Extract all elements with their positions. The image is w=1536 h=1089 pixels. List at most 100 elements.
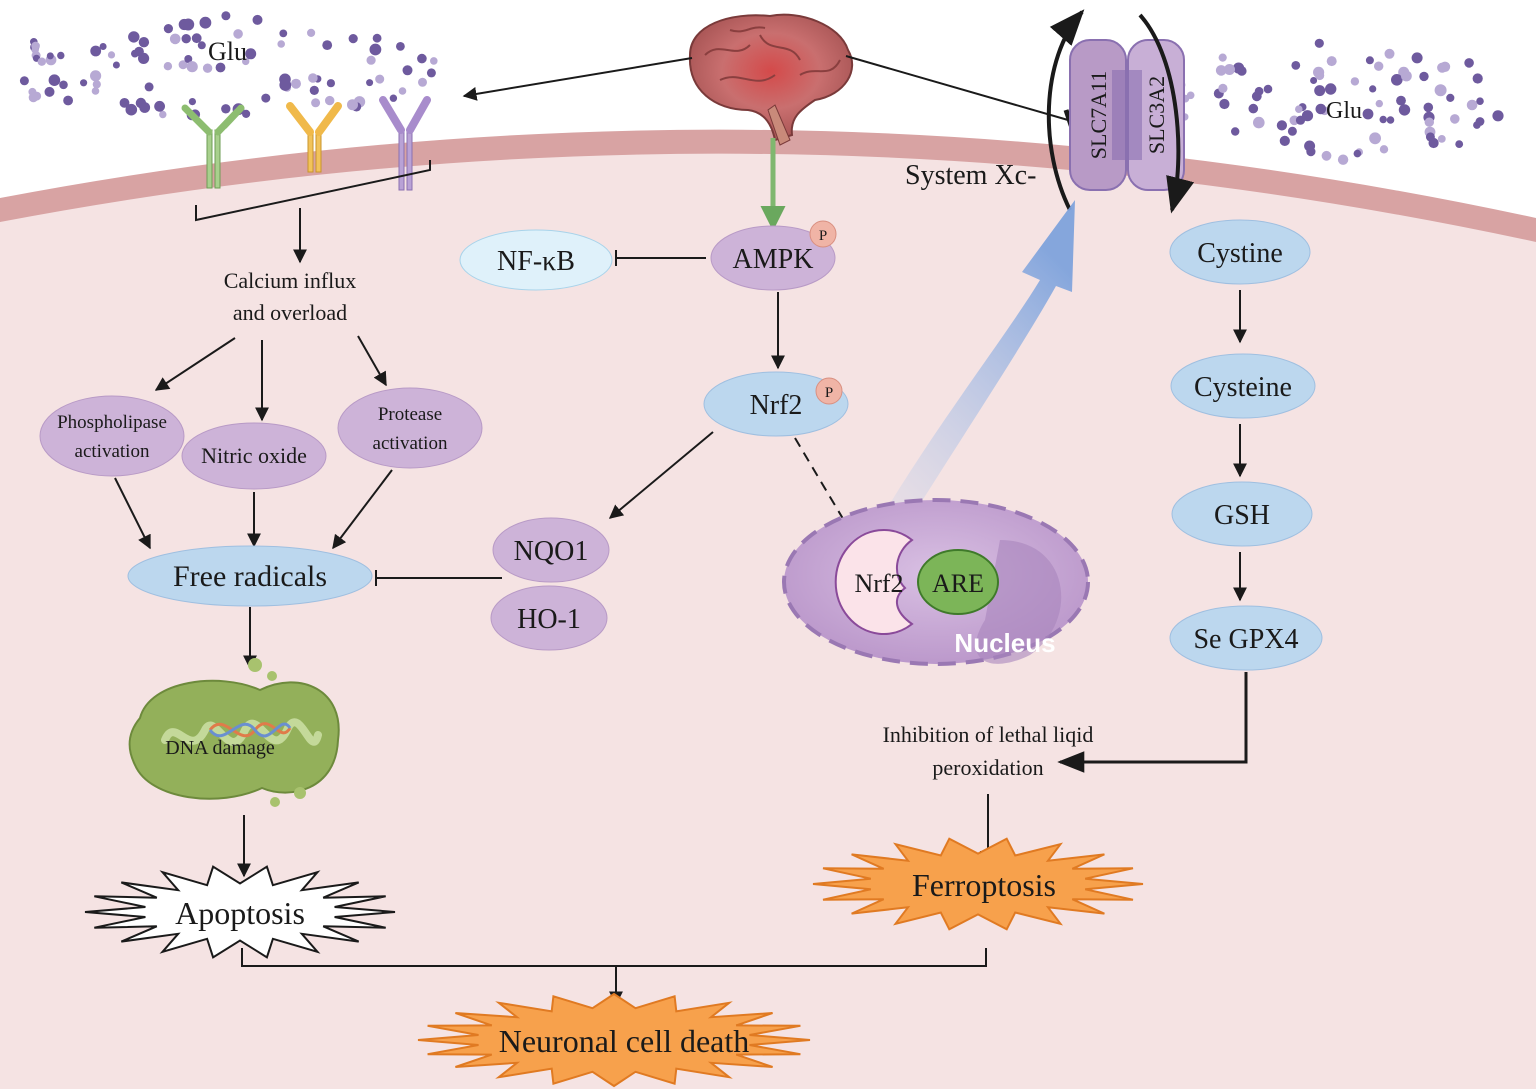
glutamate-dot bbox=[134, 46, 144, 57]
glutamate-dot bbox=[1475, 117, 1485, 126]
protease-node bbox=[337, 387, 483, 469]
glutamate-dot bbox=[48, 74, 61, 86]
glutamate-dot bbox=[1215, 65, 1227, 76]
glutamate-dot bbox=[59, 80, 68, 90]
glutamate-dot bbox=[242, 109, 251, 118]
glutamate-dot bbox=[1337, 154, 1349, 165]
glutamate-dot bbox=[1326, 56, 1337, 67]
glu-right-label: Glu bbox=[1326, 98, 1362, 124]
glutamate-dot bbox=[1276, 120, 1287, 131]
inhibition-line2: peroxidation bbox=[932, 755, 1043, 780]
glutamate-dot bbox=[417, 53, 427, 64]
glutamate-dot bbox=[1437, 62, 1448, 73]
glutamate-dot bbox=[1219, 98, 1230, 110]
nucleus-nrf2-shape bbox=[834, 529, 914, 635]
cysteine-label: Cysteine bbox=[1194, 372, 1292, 403]
nrf2-phospho-badge bbox=[815, 377, 843, 405]
glutamate-dot bbox=[347, 99, 358, 111]
protease-line1: Protease bbox=[378, 404, 442, 425]
glutamate-dot bbox=[1396, 95, 1406, 106]
glutamate-dot bbox=[1314, 85, 1326, 97]
glutamate-dot bbox=[1424, 117, 1435, 127]
glutamate-dot bbox=[1248, 103, 1259, 114]
glutamate-dot bbox=[80, 79, 88, 87]
glutamate-dot bbox=[279, 29, 288, 38]
glutamate-dot bbox=[398, 87, 407, 95]
are-label: ARE bbox=[932, 569, 984, 598]
nitric-oxide-label: Nitric oxide bbox=[201, 443, 307, 468]
glutamate-dot bbox=[163, 24, 173, 34]
nitric-oxide-node bbox=[181, 422, 327, 490]
glutamate-dot bbox=[215, 62, 226, 73]
glutamate-dot bbox=[1446, 93, 1455, 102]
glutamate-dot bbox=[199, 16, 212, 29]
glutamate-dot bbox=[107, 51, 116, 59]
glutamate-dot bbox=[1314, 38, 1324, 48]
glutamate-dot bbox=[372, 33, 382, 43]
glutamate-dot bbox=[1434, 84, 1447, 97]
neuronal-death-burst bbox=[417, 992, 811, 1088]
ampk-node bbox=[710, 225, 836, 291]
glutamate-dot bbox=[1224, 64, 1235, 75]
glutamate-dot bbox=[19, 76, 29, 86]
glutamate-dot bbox=[233, 29, 243, 39]
arrow-protease-to-radicals bbox=[332, 469, 393, 550]
glutamate-dot bbox=[1233, 62, 1245, 74]
glutamate-dot bbox=[1428, 137, 1439, 149]
nfkb-label: NF-κB bbox=[497, 246, 575, 277]
nucleus-label: Nucleus bbox=[954, 628, 1055, 658]
gsh-label: GSH bbox=[1214, 500, 1270, 531]
slc7a11-label: SLC7A11 bbox=[1086, 71, 1111, 159]
glutamate-dot bbox=[389, 94, 398, 102]
glutamate-dot bbox=[1369, 85, 1377, 93]
glutamate-dot bbox=[1455, 140, 1464, 149]
inhibit-brain-to-slc7a11 bbox=[845, 55, 1069, 121]
ho1-label: HO-1 bbox=[517, 604, 581, 635]
glutamate-dot bbox=[1464, 58, 1474, 68]
glutamate-dots-right bbox=[1176, 38, 1504, 165]
glutamate-dot bbox=[90, 70, 102, 82]
nqo1-node bbox=[492, 517, 610, 583]
glutamate-dot bbox=[197, 41, 206, 50]
glutamate-dot bbox=[366, 55, 376, 65]
system-xc-label: System Xc- bbox=[905, 160, 1036, 191]
glutamate-dot bbox=[1315, 103, 1327, 115]
glutamate-dot bbox=[1423, 102, 1434, 113]
glutamate-dot bbox=[221, 104, 231, 114]
glutamate-dot bbox=[37, 57, 46, 66]
glutamate-dot bbox=[1253, 116, 1265, 129]
glutamate-dot bbox=[1315, 71, 1325, 81]
glutamate-dot bbox=[1279, 135, 1290, 146]
dna-damage-label: DNA damage bbox=[165, 737, 275, 759]
glutamate-dot bbox=[1365, 56, 1374, 65]
glutamate-dot bbox=[245, 48, 257, 60]
calcium-line2: and overload bbox=[233, 300, 347, 325]
free-radicals-node bbox=[127, 545, 373, 607]
cystine-label: Cystine bbox=[1197, 238, 1283, 269]
glutamate-dot bbox=[396, 42, 405, 51]
glutamate-dot bbox=[139, 102, 151, 113]
glutamate-dot bbox=[309, 85, 319, 95]
glutamate-dot bbox=[1419, 71, 1429, 82]
ferroptosis-label: Ferroptosis bbox=[912, 867, 1056, 903]
glutamate-dot bbox=[1437, 135, 1446, 143]
glutamate-dot bbox=[99, 43, 107, 50]
ampk-label: AMPK bbox=[733, 244, 814, 275]
ho1-node bbox=[490, 585, 608, 651]
glutamate-dot bbox=[188, 98, 196, 106]
cystine-node bbox=[1169, 219, 1311, 285]
glutamate-dot bbox=[322, 40, 333, 50]
glutamate-dot bbox=[1476, 97, 1484, 105]
glutamate-dot bbox=[1362, 108, 1374, 120]
glutamate-dot bbox=[178, 18, 190, 31]
gpx4-label: Se GPX4 bbox=[1193, 624, 1298, 655]
protease-line2: activation bbox=[373, 433, 448, 454]
glutamate-dot bbox=[348, 34, 358, 44]
glutamate-dot bbox=[1295, 105, 1303, 113]
glutamate-dot bbox=[28, 92, 39, 103]
glutamate-dot bbox=[1379, 115, 1387, 124]
glutamate-dot bbox=[291, 78, 301, 89]
nrf2-node bbox=[703, 371, 849, 437]
glutamate-dot bbox=[326, 79, 335, 88]
